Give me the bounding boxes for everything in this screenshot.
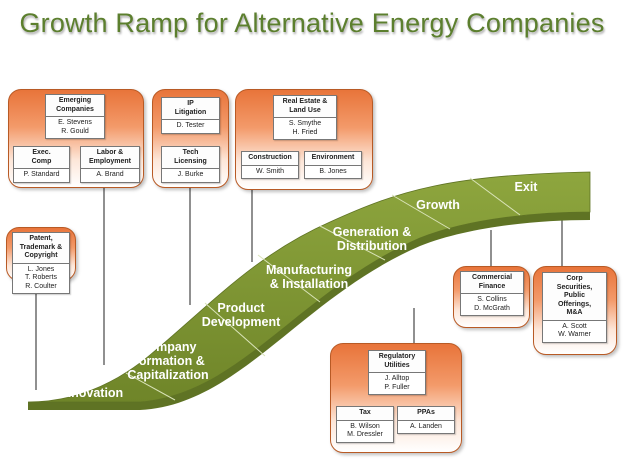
card-title: Utilities <box>384 361 410 369</box>
attorney-name: M. Dressler <box>347 431 383 438</box>
card-title: PPAs <box>417 409 435 416</box>
card-title: Environment <box>311 154 355 161</box>
stage-product-line1: Product <box>217 301 265 315</box>
stage-company-line1: Company <box>140 340 197 354</box>
card-title: Licensing <box>174 157 207 165</box>
attorney-name: S. Collins <box>477 296 507 303</box>
card-title: Emerging <box>58 97 92 104</box>
attorney-name: W. Warner <box>558 331 591 338</box>
separator-1 <box>125 372 176 401</box>
card-title: Patent, <box>29 235 53 242</box>
attorney-name: H. Fried <box>292 128 318 136</box>
page-title: Growth Ramp for Alternative Energy Compa… <box>19 8 605 38</box>
attorney-name: T. Roberts <box>25 274 57 281</box>
card-title: Securities, <box>556 283 593 291</box>
connector-lines <box>35 186 563 390</box>
attorney-name: P. Fuller <box>384 383 410 391</box>
attorney-name: S. Smythe <box>288 120 322 127</box>
attorney-name: B. Jones <box>319 167 347 175</box>
stage-generation-line1: Generation & <box>333 225 412 239</box>
separator-5 <box>391 194 451 230</box>
attorney-name: W. Smith <box>255 167 284 175</box>
card-title: Comp <box>31 157 52 165</box>
card-title: Regulatory <box>378 353 416 360</box>
attorney-name: D. Tester <box>176 122 205 129</box>
attorney-name: B. Wilson <box>350 422 380 430</box>
stage-exit: Exit <box>515 180 539 194</box>
card-construction: Construction W. Smith <box>241 151 299 179</box>
attorney-name: P. Standard <box>23 171 60 178</box>
ramp-surface <box>27 171 591 403</box>
separator-2 <box>204 302 266 357</box>
attorney-name: R. Gould <box>61 127 89 135</box>
stage-product-line2: Development <box>202 315 281 329</box>
stage-innovation: Innovation <box>60 386 123 400</box>
card-title: Exec. <box>32 149 51 156</box>
card-ppas: PPAs A. Landen <box>397 406 455 434</box>
separator-3 <box>257 254 321 303</box>
stage-separators <box>125 177 521 401</box>
card-title: Real Estate & <box>282 98 328 105</box>
card-title: Companies <box>56 105 94 113</box>
stage-manufacturing-line1: Manufacturing <box>266 263 352 277</box>
card-title: Construction <box>248 154 292 161</box>
card-title: Employment <box>88 157 131 165</box>
card-title: Labor & <box>96 149 124 156</box>
attorney-name: A. Scott <box>562 322 587 330</box>
card-title: M&A <box>566 309 583 316</box>
attorney-name: A. Landen <box>410 422 442 430</box>
attorney-name: E. Stevens <box>58 119 92 126</box>
card-environment: Environment B. Jones <box>304 151 362 179</box>
attorney-name: J. Burke <box>177 171 204 178</box>
card-title: Corp <box>566 275 583 282</box>
card-title: Litigation <box>174 108 207 116</box>
card-title: Tax <box>359 409 371 416</box>
card-exec-comp: Exec.Comp P. Standard <box>13 146 70 183</box>
stage-manufacturing-line2: & Installation <box>270 277 348 291</box>
stage-growth: Growth <box>416 198 460 212</box>
card-title: Finance <box>478 282 506 290</box>
card-title: Offerings, <box>557 300 592 308</box>
card-title: Public <box>563 292 585 299</box>
separator-6 <box>469 177 521 216</box>
attorney-name: D. McGrath <box>474 304 510 312</box>
stage-company-line2: Formation & <box>131 354 205 368</box>
card-title: Copyright <box>24 252 58 259</box>
stage-company-line3: Capitalization <box>127 368 208 382</box>
card-title: Commercial <box>471 274 513 281</box>
attorney-name: J. Alltop <box>384 375 410 382</box>
attorney-name: L. Jones <box>27 265 55 273</box>
card-title: Land Use <box>289 106 321 114</box>
attorney-name: A. Brand <box>96 171 124 178</box>
attorney-name: R. Coulter <box>25 282 57 290</box>
card-title: Tech <box>182 149 199 156</box>
ramp-side <box>28 212 590 410</box>
card-title: IP <box>187 100 194 107</box>
card-labor-employment: Labor &Employment A. Brand <box>80 146 140 183</box>
separator-4 <box>319 225 386 261</box>
stage-generation-line2: Distribution <box>337 239 407 253</box>
card-title: Trademark & <box>19 243 63 251</box>
